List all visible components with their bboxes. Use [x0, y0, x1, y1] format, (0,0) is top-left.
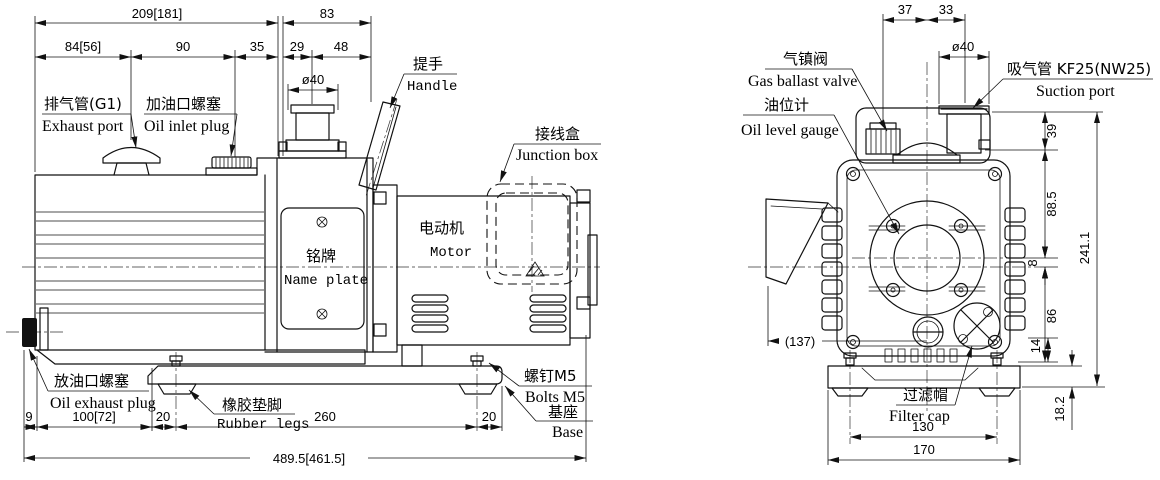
- rubber-legs-label-zh: 橡胶垫脚: [222, 396, 282, 414]
- dim-88-5: 88.5: [1044, 191, 1059, 216]
- oil-inlet-plug-shape: [205, 156, 258, 176]
- dim-90: 90: [176, 39, 190, 54]
- motor-vent-slots: [411, 294, 567, 333]
- callout-leaders-front: [743, 68, 1153, 406]
- front-foot-left: [831, 387, 869, 397]
- exhaust-port-cap: [102, 147, 161, 176]
- dim-260: 260: [314, 409, 336, 424]
- exhaust-port-label-zh: 排气管(G1): [44, 95, 122, 113]
- dim-35: 35: [250, 39, 264, 54]
- dim-37: 37: [898, 2, 912, 17]
- dim-14: 14: [1028, 339, 1043, 353]
- dim-86: 86: [1044, 309, 1059, 323]
- filter-cap-label-en: Filter cap: [889, 408, 950, 425]
- dim-20-left: 20: [156, 409, 170, 424]
- dim-170: 170: [913, 442, 935, 457]
- top-housing: [855, 105, 991, 164]
- rubber-foot-left: [157, 383, 197, 395]
- oil-inlet-plug-label-en: Oil inlet plug: [144, 118, 229, 135]
- bolts-m5-label-en: Bolts M5: [525, 389, 585, 406]
- front-view-dimensions: 37 33 ø40 39 88.5 8 86 14 18.2 241.1 (13…: [767, 2, 1105, 465]
- dim-130: 130: [912, 419, 934, 434]
- bottom-ribs: [884, 348, 958, 363]
- dim-39: 39: [1044, 124, 1059, 138]
- handle-label-en: Handle: [407, 79, 457, 95]
- filter-cap-label-zh: 过滤帽: [903, 386, 948, 404]
- front-bolt-left: [843, 352, 857, 366]
- dim-18-2: 18.2: [1052, 396, 1067, 421]
- oil-exhaust-plug-shape: [22, 307, 49, 351]
- dim-dia40-side: ø40: [302, 72, 324, 87]
- motor-shape: [372, 184, 598, 367]
- front-face: [836, 159, 1011, 363]
- handle-label-zh: 提手: [413, 55, 443, 73]
- dim-9: 9: [25, 409, 32, 424]
- ground-symbol: [525, 261, 545, 277]
- base-shape: [147, 355, 503, 395]
- bolts-m5-label-zh: 螺钉M5: [524, 367, 577, 385]
- oil-fill-dome: [892, 142, 961, 164]
- oil-exhaust-plug-label-zh: 放油口螺塞: [54, 372, 129, 390]
- suction-port-label-en: Suction port: [1036, 83, 1115, 100]
- junction-box-shape: [486, 183, 578, 285]
- dim-48: 48: [334, 39, 348, 54]
- front-view-centerlines: [748, 62, 1040, 444]
- front-view-linework: [748, 62, 1040, 444]
- base-label-zh: 基座: [548, 403, 578, 421]
- front-foot-right: [978, 387, 1016, 397]
- handle-shape: [358, 101, 401, 191]
- gas-ballast-label-zh: 气镇阀: [783, 50, 828, 68]
- dim-8: 8: [1025, 259, 1040, 266]
- side-view-callouts: 排气管(G1) Exhaust port 加油口螺塞 Oil inlet plu…: [28, 55, 601, 441]
- cooling-fins: [36, 211, 264, 314]
- dim-20-right: 20: [482, 409, 496, 424]
- junction-box-label-en: Junction box: [516, 147, 598, 164]
- oil-exhaust-plug-label-en: Oil exhaust plug: [50, 395, 156, 412]
- dim-84: 84[56]: [65, 39, 101, 54]
- bolt-m5-left: [169, 355, 183, 367]
- gas-ballast-label-en: Gas ballast valve: [748, 73, 857, 90]
- dim-241-1: 241.1: [1077, 232, 1092, 265]
- rubber-legs-label-en: Rubber legs: [217, 417, 309, 433]
- dim-33: 33: [939, 2, 953, 17]
- dim-83: 83: [320, 6, 334, 21]
- name-plate-shape: [280, 207, 365, 330]
- filter-cap-shape: [953, 302, 1001, 350]
- oil-level-gauge-label-zh: 油位计: [764, 96, 809, 114]
- motor-label-en: Motor: [430, 245, 472, 261]
- dim-209: 209[181]: [132, 6, 183, 21]
- bolt-m5-right: [470, 355, 484, 367]
- front-fins: [821, 207, 1026, 331]
- dim-137: (137): [785, 334, 815, 349]
- dim-29: 29: [290, 39, 304, 54]
- handle-front-shape: [765, 198, 839, 285]
- oil-level-gauge-label-en: Oil level gauge: [741, 122, 839, 139]
- name-plate-label-en: Name plate: [284, 273, 368, 289]
- drain-plug-front: [912, 316, 944, 348]
- dim-dia40-front: ø40: [952, 39, 974, 54]
- suction-port-shape: [938, 105, 991, 154]
- callout-leaders-side: [28, 73, 601, 422]
- front-base-shape: [827, 352, 1021, 397]
- suction-port-label-zh: 吸气管 KF25(NW25): [1007, 60, 1151, 78]
- motor-label-zh: 电动机: [419, 219, 464, 237]
- junction-box-label-zh: 接线盒: [535, 125, 580, 143]
- rubber-foot-right: [458, 383, 498, 395]
- gas-ballast-valve-shape: [865, 122, 901, 155]
- oil-level-gauge-window: [868, 200, 986, 316]
- suction-stack-side: [278, 104, 347, 159]
- front-bolt-right: [990, 352, 1004, 366]
- exhaust-port-label-en: Exhaust port: [42, 118, 124, 135]
- front-view-callouts: 气镇阀 Gas ballast valve 油位计 Oil level gaug…: [741, 50, 1153, 425]
- name-plate-label-zh: 铭牌: [306, 247, 336, 265]
- dim-100: 100[72]: [72, 409, 115, 424]
- oil-inlet-plug-label-zh: 加油口螺塞: [146, 95, 221, 113]
- dim-total: 489.5[461.5]: [273, 451, 345, 466]
- side-view-dimensions: 209[181] 83 84[56] 90 35 29 48 ø40 9 100…: [23, 6, 587, 466]
- base-label-en: Base: [552, 424, 583, 441]
